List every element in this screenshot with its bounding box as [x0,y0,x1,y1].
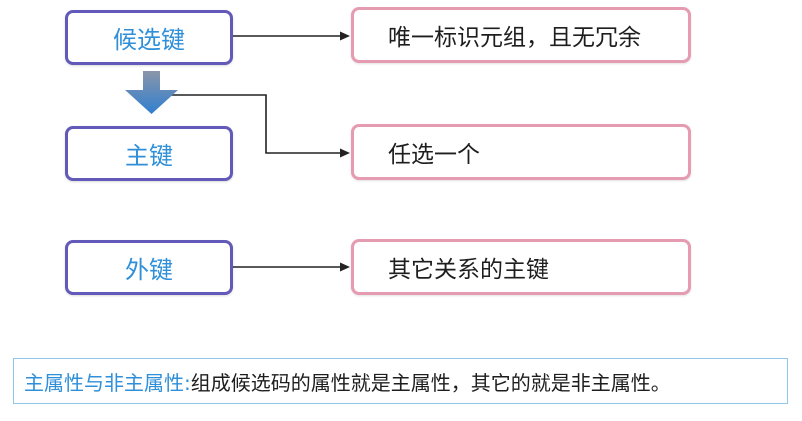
candidate-description-box: 唯一标识元组，且无冗余 [351,7,691,63]
primary-description-box: 任选一个 [351,124,691,180]
primary-description: 任选一个 [388,142,480,168]
note-text: 组成候选码的属性就是主属性，其它的就是非主属性。 [190,370,671,395]
candidate-key-box: 候选键 [65,10,233,65]
arrowhead-foreign [340,262,350,272]
candidate-description: 唯一标识元组，且无冗余 [388,25,641,51]
note-term: 主属性与非主属性: [24,370,191,395]
primary-key-box: 主键 [65,126,233,181]
foreign-key-label: 外键 [125,256,173,284]
foreign-description-box: 其它关系的主键 [351,239,691,295]
primary-key-label: 主键 [125,142,173,170]
foreign-description: 其它关系的主键 [388,257,549,283]
arrowhead-candidate [340,31,350,41]
arrow-primary [160,94,342,154]
down-arrow-icon [125,71,178,114]
candidate-key-label: 候选键 [113,26,185,54]
attribute-note: 主属性与非主属性: 组成候选码的属性就是主属性，其它的就是非主属性。 [13,358,788,404]
foreign-key-box: 外键 [65,240,233,295]
arrowhead-primary [340,148,350,158]
